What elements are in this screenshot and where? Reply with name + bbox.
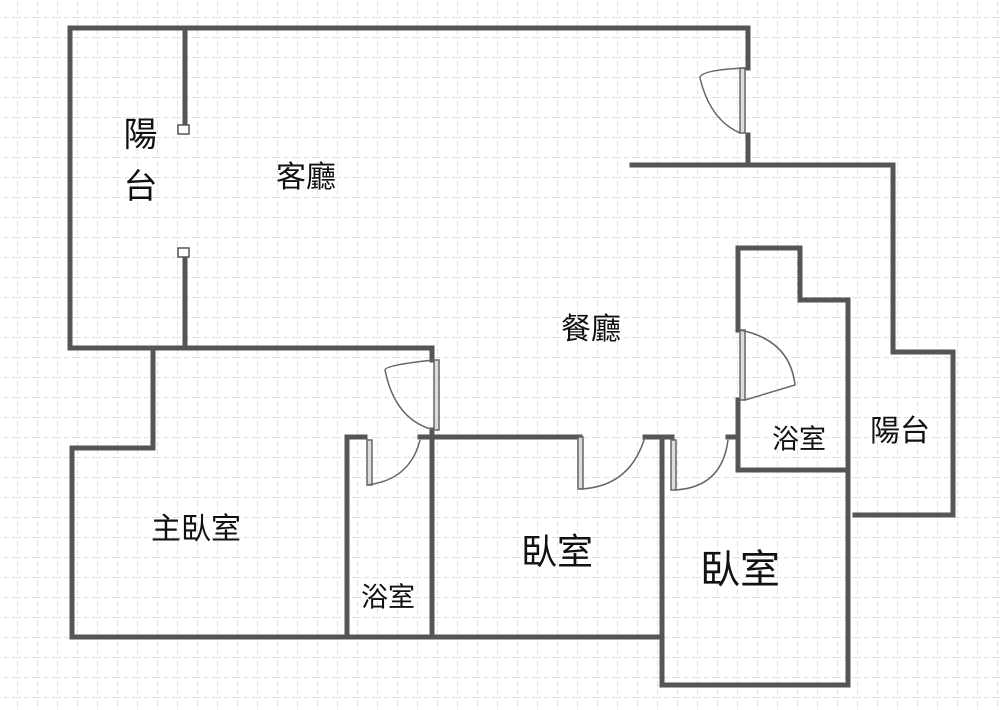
- window-markers: [177, 124, 190, 258]
- door-master-bedroom: [384, 359, 440, 431]
- room-label-bedroom-right: 臥室: [700, 547, 780, 593]
- room-label-bathroom-right: 浴室: [772, 424, 826, 456]
- doors: [366, 67, 796, 491]
- door-bedroom-right: [670, 439, 729, 491]
- room-label-balcony-left: 陽台: [117, 116, 157, 220]
- room-label-master-bedroom: 主臥室: [151, 512, 241, 547]
- room-label-dining-room: 餐廳: [561, 312, 621, 347]
- door-bathroom-right: [739, 329, 796, 401]
- walls: [67, 25, 956, 688]
- room-label-balcony-right: 陽台: [870, 414, 930, 449]
- room-label-living-room: 客廳: [276, 160, 336, 195]
- door-bathroom-left: [366, 439, 421, 486]
- door-bedroom-middle: [577, 436, 646, 490]
- door-entrance: [699, 67, 746, 134]
- room-label-bedroom-middle: 臥室: [520, 532, 594, 573]
- room-label-bathroom-left: 浴室: [361, 582, 415, 614]
